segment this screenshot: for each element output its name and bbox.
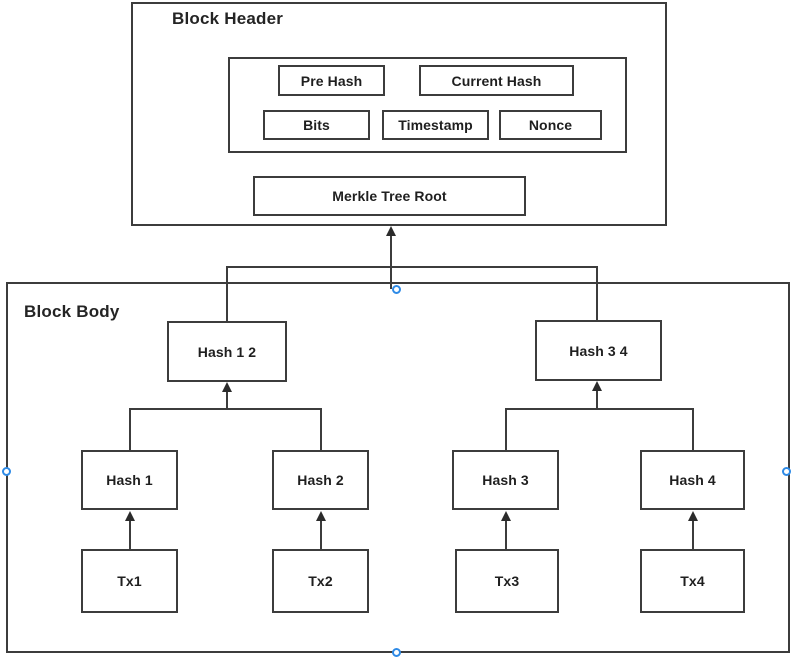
merkle-tree-root-box[interactable]: Merkle Tree Root (253, 176, 526, 216)
node-tx3-label: Tx3 (494, 573, 520, 589)
field-current-hash[interactable]: Current Hash (419, 65, 574, 96)
node-tx1-label: Tx1 (117, 573, 142, 589)
field-bits-label: Bits (303, 117, 330, 133)
arrow-hash12 (222, 382, 232, 392)
field-current-hash-label: Current Hash (451, 72, 542, 89)
arrow-hash1 (125, 511, 135, 521)
node-hash-2[interactable]: Hash 2 (272, 450, 369, 510)
resize-handle-bottom[interactable] (392, 648, 401, 657)
field-timestamp[interactable]: Timestamp (382, 110, 489, 140)
node-tx3[interactable]: Tx3 (455, 549, 559, 613)
block-header-title: Block Header (172, 9, 284, 28)
node-tx4[interactable]: Tx4 (640, 549, 745, 613)
header-fields-group[interactable] (228, 57, 627, 153)
node-hash-3[interactable]: Hash 3 (452, 450, 559, 510)
merkle-tree-root-label: Merkle Tree Root (332, 188, 447, 204)
field-pre-hash-label: Pre Hash (300, 72, 363, 89)
block-body-title: Block Body (24, 302, 120, 321)
field-nonce-label: Nonce (528, 117, 573, 133)
node-tx2[interactable]: Tx2 (272, 549, 369, 613)
field-timestamp-label: Timestamp (398, 117, 473, 133)
node-hash-3-4-label: Hash 3 4 (569, 342, 628, 359)
resize-handle-right[interactable] (782, 467, 791, 476)
arrow-hash2 (316, 511, 326, 521)
arrow-hash34 (592, 381, 602, 391)
node-hash-3-4[interactable]: Hash 3 4 (535, 320, 662, 381)
resize-handle-top[interactable] (392, 285, 401, 294)
node-hash-1[interactable]: Hash 1 (81, 450, 178, 510)
arrow-merkle-root (386, 226, 396, 236)
node-tx4-label: Tx4 (680, 573, 705, 589)
field-pre-hash[interactable]: Pre Hash (278, 65, 385, 96)
node-hash-1-2[interactable]: Hash 1 2 (167, 321, 287, 382)
node-hash-4[interactable]: Hash 4 (640, 450, 745, 510)
node-tx1[interactable]: Tx1 (81, 549, 178, 613)
node-hash-1-label: Hash 1 (106, 472, 153, 488)
field-bits[interactable]: Bits (263, 110, 370, 140)
node-hash-1-2-label: Hash 1 2 (197, 343, 257, 360)
resize-handle-left[interactable] (2, 467, 11, 476)
node-hash-3-label: Hash 3 (482, 472, 529, 488)
field-nonce[interactable]: Nonce (499, 110, 602, 140)
arrow-hash4 (688, 511, 698, 521)
arrow-hash3 (501, 511, 511, 521)
node-hash-4-label: Hash 4 (669, 472, 716, 488)
node-tx2-label: Tx2 (308, 573, 333, 589)
node-hash-2-label: Hash 2 (297, 472, 344, 488)
